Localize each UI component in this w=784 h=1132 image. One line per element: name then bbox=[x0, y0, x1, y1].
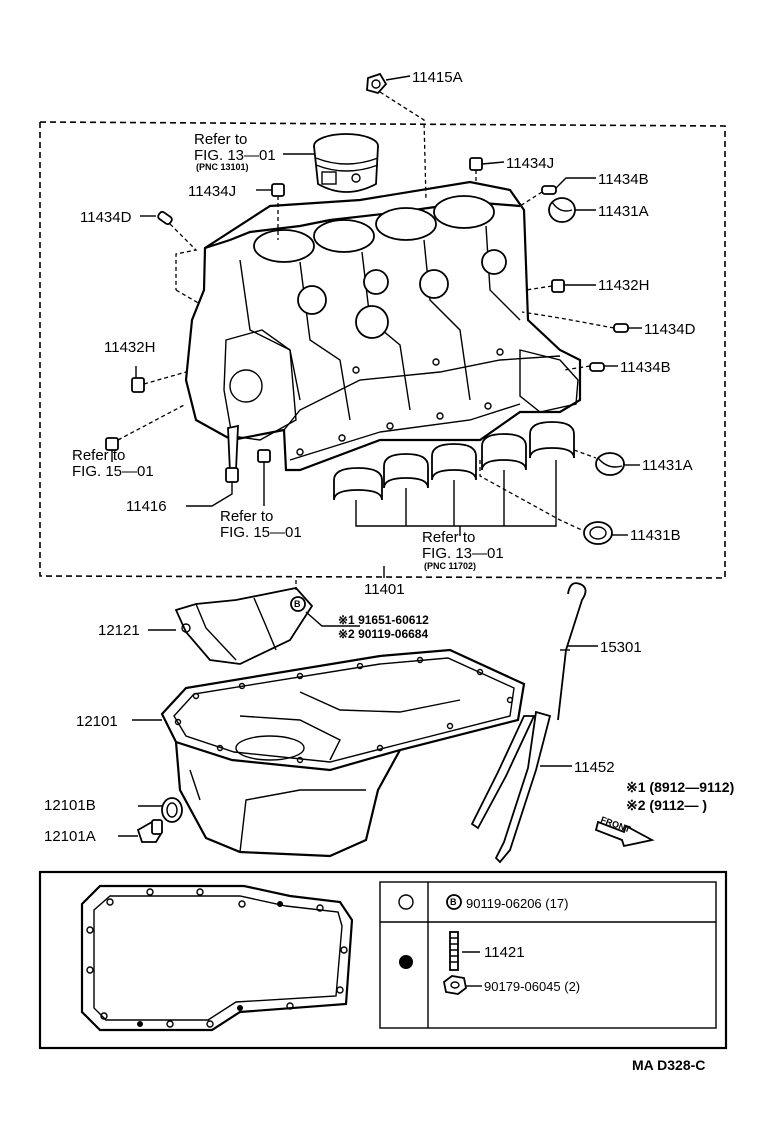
label-note1-part: ※1 91651-60612 bbox=[338, 613, 429, 627]
plug-11434J-left bbox=[271, 183, 285, 197]
plug-11431B bbox=[583, 521, 613, 545]
plug-11431A-lower bbox=[595, 452, 625, 476]
label-stud-11421: 11421 bbox=[484, 944, 525, 961]
label-12121: 12121 bbox=[98, 622, 140, 639]
label-11432H-right: 11432H bbox=[598, 277, 649, 294]
plug-11432H-right bbox=[551, 279, 565, 293]
diagram-code: MA D328-C bbox=[632, 1057, 705, 1073]
baffle-plate-12121 bbox=[174, 587, 314, 665]
label-nut-90179: 90179-06045 (2) bbox=[484, 979, 580, 994]
label-refer-to-4: Refer to bbox=[422, 529, 475, 546]
label-box-bolt-b: B bbox=[450, 897, 457, 907]
label-12101B: 12101B bbox=[44, 797, 96, 814]
label-11452: 11452 bbox=[574, 759, 615, 776]
label-fig-13-01-a: FIG. 13—01 bbox=[194, 147, 276, 164]
oil-pan-gasket bbox=[80, 884, 354, 1032]
label-11434B-top: 11434B bbox=[598, 171, 649, 188]
label-11434D-right: 11434D bbox=[644, 321, 696, 338]
label-legend-2: ※2 (9112— ) bbox=[626, 797, 707, 813]
label-legend-1: ※1 (8912—9112) bbox=[626, 779, 734, 795]
crank-bearings-set bbox=[333, 421, 575, 501]
piston-reference bbox=[313, 133, 379, 193]
label-11431B: 11431B bbox=[630, 527, 681, 544]
fastener-legend-table bbox=[379, 881, 717, 1029]
label-11415A: 11415A bbox=[412, 69, 463, 86]
label-pnc-11702: (PNC 11702) bbox=[424, 561, 476, 571]
label-refer-to-2: Refer to bbox=[72, 447, 125, 464]
cylinder-block-11401 bbox=[184, 180, 582, 472]
label-11401: 11401 bbox=[364, 581, 405, 598]
label-fig-13-01-b: FIG. 13—01 bbox=[422, 545, 504, 562]
label-11434D-left: 11434D bbox=[80, 209, 132, 226]
pin-11434D-right bbox=[613, 323, 629, 333]
label-11434J-right: 11434J bbox=[506, 155, 554, 172]
dipstick-guide-11452 bbox=[470, 710, 552, 864]
label-11416: 11416 bbox=[126, 498, 167, 515]
label-11432H-left: 11432H bbox=[104, 339, 155, 356]
label-fig-15-01-b: FIG. 15—01 bbox=[220, 524, 302, 541]
label-12101A: 12101A bbox=[44, 828, 96, 845]
oil-jet-11416 bbox=[225, 424, 239, 483]
pin-11434B-top bbox=[541, 185, 557, 195]
label-refer-to-1: Refer to bbox=[194, 131, 247, 148]
pin-11434D-left bbox=[157, 210, 173, 226]
gasket-box bbox=[38, 870, 728, 1050]
label-pnc-13101: (PNC 13101) bbox=[196, 162, 249, 172]
plug-11431A-top bbox=[548, 197, 576, 223]
drain-plug-12101A bbox=[136, 819, 164, 843]
plug-11434J-right bbox=[469, 157, 483, 171]
drain-gasket-12101B bbox=[161, 797, 183, 823]
label-12101: 12101 bbox=[76, 713, 118, 730]
label-note2-part: ※2 90119-06684 bbox=[338, 627, 428, 641]
oil-pan-12101 bbox=[160, 648, 526, 858]
label-bolt-90119: 90119-06206 (17) bbox=[466, 896, 568, 911]
label-11434B-right: 11434B bbox=[620, 359, 671, 376]
label-fig-15-01-a: FIG. 15—01 bbox=[72, 463, 154, 480]
label-11431A-lower: 11431A bbox=[642, 457, 693, 474]
front-arrow-icon bbox=[594, 820, 655, 848]
dowel-refer-15-01 bbox=[257, 449, 271, 463]
label-bolt-b: B bbox=[294, 599, 301, 609]
nut-icon bbox=[443, 975, 467, 995]
label-15301: 15301 bbox=[600, 639, 642, 656]
stud-icon bbox=[449, 931, 459, 971]
engine-block-group-frame bbox=[39, 121, 726, 579]
plug-11432H-left bbox=[131, 377, 145, 393]
plug-11415A bbox=[366, 72, 388, 95]
label-11431A-top: 11431A bbox=[598, 203, 649, 220]
label-11434J-left: 11434J bbox=[188, 183, 236, 200]
dipstick-15301 bbox=[557, 582, 587, 721]
label-refer-to-3: Refer to bbox=[220, 508, 273, 525]
pin-11434B-right bbox=[589, 362, 605, 372]
bolt-B-baffle bbox=[290, 596, 306, 612]
